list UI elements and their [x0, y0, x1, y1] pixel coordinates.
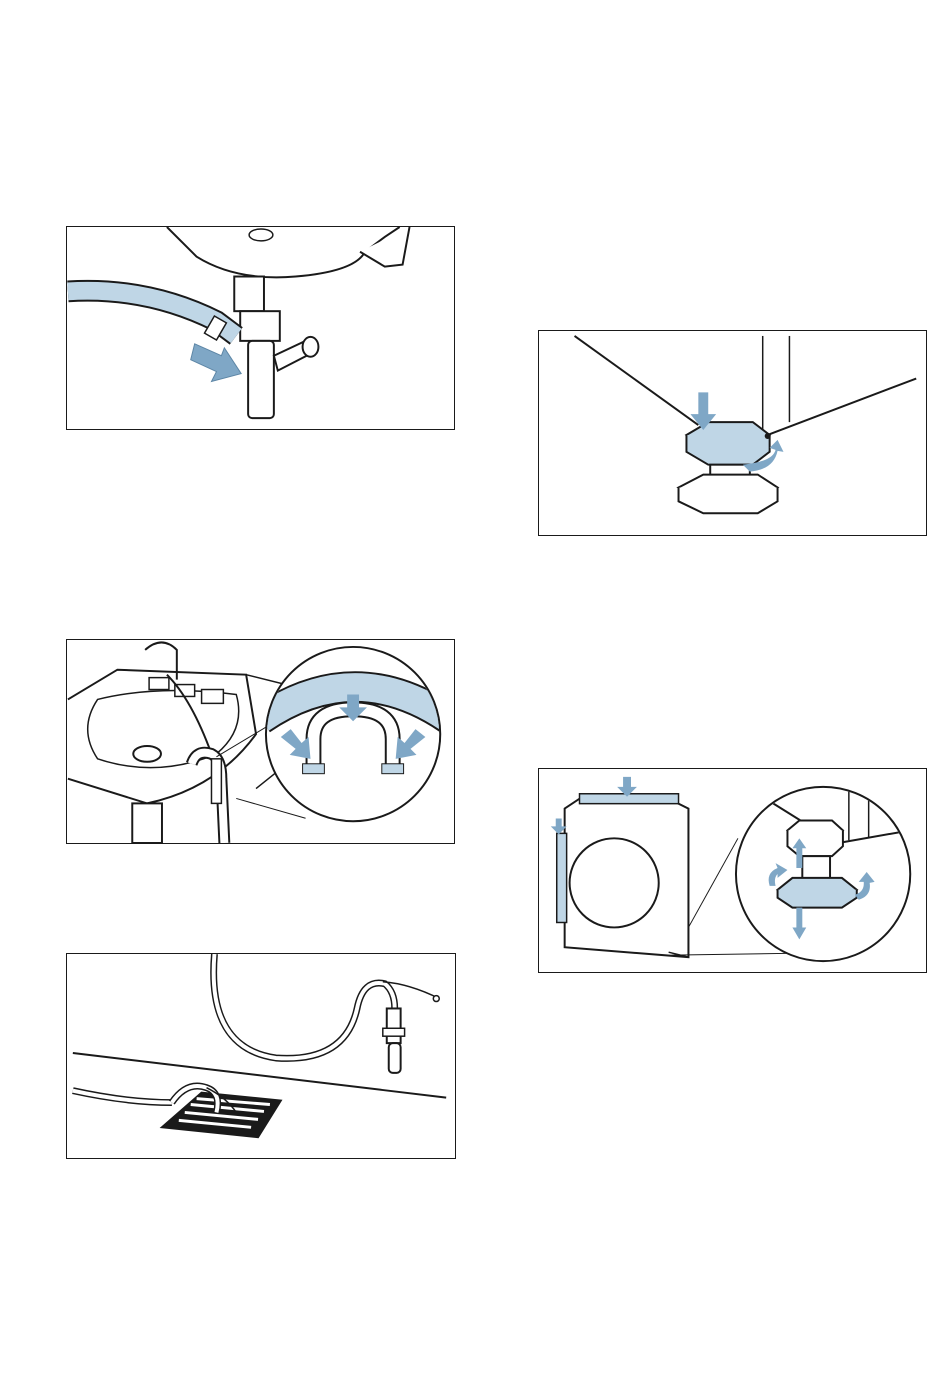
appliance-door	[570, 838, 659, 927]
zoom-circle	[261, 647, 449, 821]
spirit-level-top	[580, 794, 679, 804]
figure-drain-hose-siphon	[66, 226, 455, 430]
hose-bracket	[211, 759, 221, 804]
cord-loop	[433, 996, 439, 1002]
tap-right	[202, 690, 224, 704]
siphon-pipe	[248, 341, 274, 418]
zoom-leader-bottom	[236, 798, 305, 818]
basin-illustration	[67, 640, 454, 843]
zoom-circle	[736, 784, 921, 961]
hose-guide-collar	[383, 1028, 405, 1036]
zoom-leader-bottom	[672, 953, 800, 955]
floor-drain-illustration	[67, 954, 455, 1158]
siphon-nut	[240, 311, 280, 341]
leveling-illustration	[539, 769, 926, 972]
figure-drain-hose-floor	[66, 953, 456, 1159]
lock-nut-side	[686, 435, 769, 465]
siphon-illustration	[67, 227, 454, 429]
figure-drain-hose-basin	[66, 639, 455, 844]
tap-left	[149, 678, 169, 690]
pivot-dot	[765, 433, 771, 439]
appliance-base-left	[575, 336, 699, 425]
figure-appliance-leveling	[538, 768, 927, 973]
drain-hose	[214, 954, 395, 1058]
siphon-branch-end	[303, 337, 319, 357]
figure-foot-lock-nut	[538, 330, 927, 536]
basin-pedestal	[132, 803, 162, 843]
spirit-level-side	[557, 833, 567, 922]
foot-illustration	[539, 331, 926, 535]
basin-drain	[133, 746, 161, 762]
siphon-top	[234, 277, 264, 312]
drain-hole	[249, 229, 273, 241]
hose-guide	[387, 1008, 401, 1043]
hose-end	[389, 1043, 401, 1073]
foot-base-side	[679, 487, 778, 513]
zoom-leader-top	[688, 838, 738, 927]
arrow-icon	[191, 344, 242, 382]
